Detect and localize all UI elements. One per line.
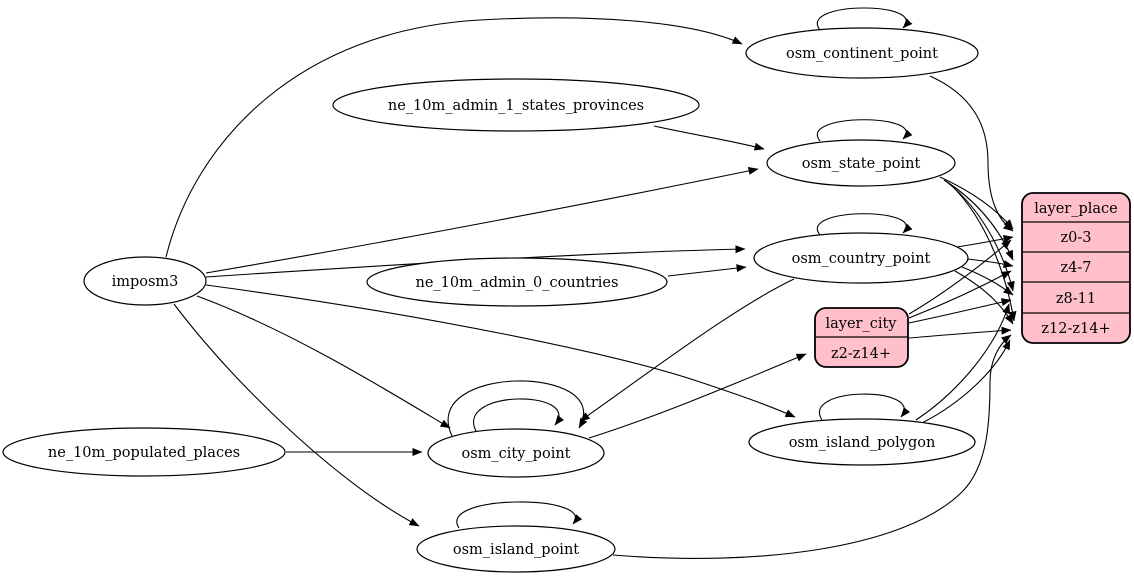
edge-ne_10m_admin_1_states_provinces-osm_state_point bbox=[653, 125, 765, 151]
edge-osm_island_polygon-layer_place-z12-z14 bbox=[919, 339, 1011, 425]
imposm3-label: imposm3 bbox=[112, 274, 179, 290]
layer_place-row-z0-3: z0-3 bbox=[1061, 230, 1092, 246]
ne_10m_admin_0_countries-shape bbox=[366, 257, 668, 307]
node-ne_10m_admin_0_countries: ne_10m_admin_0_countries bbox=[366, 257, 668, 307]
edge-self-osm_continent_point bbox=[816, 7, 913, 31]
edge-self-outer-osm_city_point bbox=[447, 380, 588, 437]
osm_city_point-label: osm_city_point bbox=[461, 446, 570, 462]
node-osm_island_point: osm_island_point bbox=[416, 525, 616, 573]
layer_place-row-z8-11: z8-11 bbox=[1056, 291, 1096, 307]
edge-osm_country_point-osm_city_point bbox=[579, 278, 795, 422]
edges-layer bbox=[165, 7, 1017, 559]
edge-self-osm_state_point bbox=[816, 119, 913, 142]
edge-layer_city-layer_place-z8-11 bbox=[908, 298, 1012, 324]
edge-osm_country_point-layer_place-z8-11 bbox=[961, 266, 1014, 296]
edge-layer_city-layer_place-z0-3 bbox=[908, 239, 1012, 315]
edge-osm_state_point-layer_place-z0-3 bbox=[939, 176, 1014, 230]
edge-self-osm_country_point bbox=[816, 213, 913, 236]
edge-imposm3-osm_island_point bbox=[173, 303, 420, 527]
node-osm_continent_point: osm_continent_point bbox=[745, 27, 979, 79]
imposm3-shape bbox=[83, 256, 207, 306]
edge-osm_state_point-layer_place-z12-z14 bbox=[949, 183, 1017, 322]
node-osm_country_point: osm_country_point bbox=[753, 232, 969, 284]
edge-imposm3-osm_continent_point bbox=[165, 17, 743, 258]
osm_island_polygon-shape bbox=[748, 418, 976, 466]
edge-osm_island_point-layer_place-z12-z14 bbox=[612, 334, 1012, 559]
edge-osm_country_point-layer_place-z4-7 bbox=[966, 258, 1014, 268]
layer_city-label: layer_city bbox=[825, 316, 897, 332]
osm_continent_point-shape bbox=[745, 27, 979, 79]
osm_continent_point-label: osm_continent_point bbox=[786, 46, 938, 62]
ne_10m_populated_places-shape bbox=[2, 427, 286, 477]
node-layer_place: layer_place z0-3 z4-7 z8-11 z12-z14+ bbox=[1021, 192, 1131, 344]
edge-osm_island_polygon-layer_place-z8-11 bbox=[915, 303, 1011, 421]
osm_island_point-label: osm_island_point bbox=[453, 542, 579, 558]
edge-self-osm_island_polygon bbox=[818, 393, 911, 421]
node-osm_city_point: osm_city_point bbox=[427, 428, 605, 478]
edge-layer_city-layer_place-z12-z14 bbox=[908, 326, 1012, 339]
edge-imposm3-osm_island_polygon bbox=[205, 284, 796, 418]
edge-osm_state_point-layer_place-z4-7 bbox=[943, 179, 1014, 261]
layer_place-row-z4-7: z4-7 bbox=[1061, 260, 1092, 276]
node-ne_10m_populated_places: ne_10m_populated_places bbox=[2, 427, 286, 477]
node-osm_state_point: osm_state_point bbox=[766, 139, 956, 187]
edge-layer_city-layer_place-z4-7 bbox=[908, 270, 1012, 319]
edge-osm_city_point-layer_city bbox=[588, 353, 807, 439]
node-imposm3: imposm3 bbox=[83, 256, 207, 306]
node-osm_island_polygon: osm_island_polygon bbox=[748, 418, 976, 466]
edge-osm_continent_point-layer_place-z0-3 bbox=[929, 75, 1014, 232]
osm_city_point-shape bbox=[427, 428, 605, 478]
osm_country_point-label: osm_country_point bbox=[792, 251, 931, 267]
edge-self-inner-osm_city_point bbox=[473, 398, 564, 434]
node-ne_10m_admin_1_states_provinces: ne_10m_admin_1_states_provinces bbox=[332, 78, 700, 132]
osm_island_polygon-label: osm_island_polygon bbox=[789, 435, 936, 451]
layer_city-row-z2-z14: z2-z14+ bbox=[831, 346, 891, 362]
osm_state_point-shape bbox=[766, 139, 956, 187]
layer_place-box bbox=[1021, 192, 1131, 344]
ne_10m_populated_places-label: ne_10m_populated_places bbox=[48, 445, 240, 461]
osm_island_point-shape bbox=[416, 525, 616, 573]
osm_country_point-shape bbox=[753, 232, 969, 284]
edge-self-osm_island_point bbox=[456, 501, 583, 529]
edge-imposm3-osm_city_point bbox=[196, 295, 451, 429]
layer_place-row-z12-z14: z12-z14+ bbox=[1041, 321, 1110, 337]
node-layer_city: layer_city z2-z14+ bbox=[814, 307, 909, 368]
ne_10m_admin_1_states_provinces-label: ne_10m_admin_1_states_provinces bbox=[388, 98, 644, 114]
ne_10m_admin_0_countries-label: ne_10m_admin_0_countries bbox=[416, 275, 619, 291]
edge-osm_country_point-layer_place-z12-z14 bbox=[954, 270, 1014, 325]
edge-osm_country_point-layer_place-z0-3 bbox=[956, 234, 1014, 248]
edge-imposm3-osm_state_point bbox=[205, 166, 759, 274]
edge-ne_10m_admin_0_countries-osm_country_point bbox=[667, 264, 747, 277]
layer_place-label: layer_place bbox=[1034, 201, 1118, 217]
ne_10m_admin_1_states_provinces-shape bbox=[332, 78, 700, 132]
osm_state_point-label: osm_state_point bbox=[802, 156, 921, 172]
